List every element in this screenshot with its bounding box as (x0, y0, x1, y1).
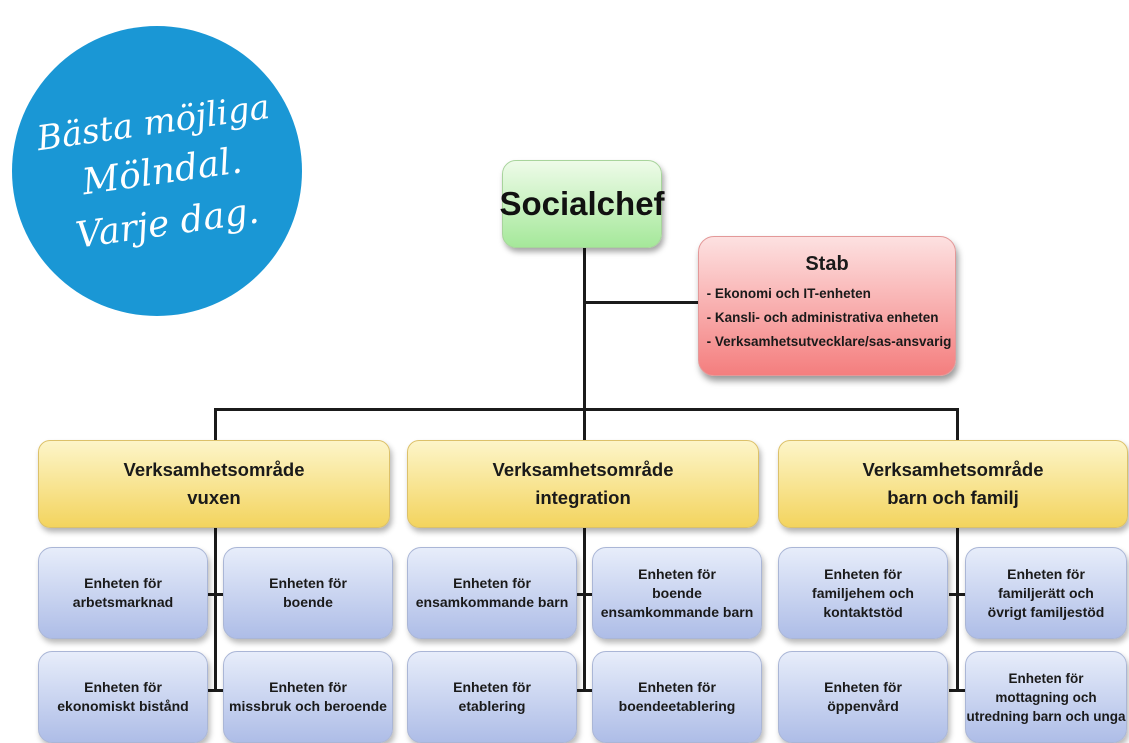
unit-line: Enheten för (269, 575, 347, 591)
connector-stab (583, 301, 700, 304)
unit-familjeratt-och-ovrigt-familjestod: Enheten för familjerätt och övrigt famil… (965, 547, 1127, 639)
connector-branches-vuxen (207, 593, 224, 596)
socialchef-title: Socialchef (499, 185, 665, 222)
unit-line: familjehem och (812, 584, 914, 601)
area-barn-och-familj: Verksamhetsområde barn och familj (778, 440, 1128, 528)
unit-line: Enheten för (1008, 670, 1084, 686)
unit-line: etablering (458, 698, 526, 714)
unit-line: Enheten för (453, 679, 531, 695)
connector-spine-integration (583, 527, 586, 691)
unit-missbruk-och-beroende: Enheten för missbruk och beroende (223, 651, 393, 743)
area-title: Verksamhetsområde (862, 459, 1044, 480)
stab-title: Stab (805, 253, 849, 275)
area-integration: Verksamhetsområde integration (407, 440, 759, 528)
unit-line: Enheten för (638, 565, 716, 582)
unit-line: utredning barn och unga (966, 708, 1126, 724)
unit-line: ensamkommande barn (600, 603, 754, 620)
connector-branches-barn-2 (949, 689, 966, 692)
unit-ekonomiskt-bistand: Enheten för ekonomiskt bistånd (38, 651, 208, 743)
connector-spine-vuxen (214, 527, 217, 691)
stab-list: - Ekonomi och IT-enheten - Kansli- och a… (703, 282, 952, 354)
unit-line: Enheten för (84, 679, 162, 695)
unit-arbetsmarknad: Enheten för arbetsmarknad (38, 547, 208, 639)
unit-etablering: Enheten för etablering (407, 651, 577, 743)
connector-chef-trunk (583, 248, 586, 410)
unit-oppenvard: Enheten för öppenvård (778, 651, 948, 743)
connector-drop-integration (583, 408, 586, 441)
unit-ensamkommande-barn: Enheten för ensamkommande barn (407, 547, 577, 639)
unit-mottagning-och-utredning: Enheten för mottagning och utredning bar… (965, 651, 1127, 743)
unit-line: familjerätt och (998, 584, 1094, 601)
unit-line: ekonomiskt bistånd (57, 698, 189, 714)
area-title: Verksamhetsområde (123, 459, 305, 480)
connector-drop-barn (956, 408, 959, 441)
connector-drop-vuxen (214, 408, 217, 441)
area-subtitle: integration (535, 487, 631, 508)
unit-line: Enheten för (84, 575, 162, 591)
area-subtitle: vuxen (187, 487, 241, 508)
unit-line: boendeetablering (618, 698, 736, 714)
unit-line: missbruk och beroende (229, 698, 387, 714)
area-subtitle: barn och familj (887, 487, 1019, 508)
unit-boende: Enheten för boende (223, 547, 393, 639)
unit-line: Enheten för (638, 679, 716, 695)
unit-line: öppenvård (827, 698, 899, 714)
stab-item: - Kansli- och administrativa enheten (706, 310, 939, 325)
area-vuxen: Verksamhetsområde vuxen (38, 440, 390, 528)
unit-line: Enheten för (1007, 565, 1085, 582)
connector-spine-barn (956, 527, 959, 691)
unit-boende-ensamkommande-barn: Enheten för boende ensamkommande barn (592, 547, 762, 639)
unit-line: Enheten för (824, 679, 902, 695)
unit-line: arbetsmarknad (72, 594, 174, 610)
molndal-logo-badge: Bästa möjliga Mölndal. Varje dag. (12, 26, 302, 316)
connector-branches-integration (576, 593, 593, 596)
stab-item: - Verksamhetsutvecklare/sas-ansvarig (706, 334, 952, 349)
unit-line: ensamkommande barn (415, 594, 569, 610)
stab-item: - Ekonomi och IT-enheten (706, 286, 871, 301)
unit-line: övrigt familjestöd (987, 603, 1105, 620)
connector-horizontal-bar (214, 408, 958, 411)
stab-box: Stab - Ekonomi och IT-enheten - Kansli- … (698, 236, 956, 376)
unit-line: Enheten för (824, 565, 902, 582)
connector-branches-vuxen-2 (207, 689, 224, 692)
area-title: Verksamhetsområde (492, 459, 674, 480)
connector-branches-integration-2 (576, 689, 593, 692)
connector-branches-barn (949, 593, 966, 596)
unit-line: Enheten för (269, 679, 347, 695)
unit-familjehem-och-kontaktstod: Enheten för familjehem och kontaktstöd (778, 547, 948, 639)
unit-line: boende (283, 594, 333, 610)
unit-line: boende (652, 584, 702, 601)
unit-line: kontaktstöd (823, 603, 903, 620)
unit-line: mottagning och (995, 689, 1097, 705)
socialchef-box: Socialchef (499, 160, 665, 248)
unit-line: Enheten för (453, 575, 531, 591)
logo-handwriting: Bästa möjliga Mölndal. Varje dag. (33, 87, 272, 257)
unit-boendeetablering: Enheten för boendeetablering (592, 651, 762, 743)
